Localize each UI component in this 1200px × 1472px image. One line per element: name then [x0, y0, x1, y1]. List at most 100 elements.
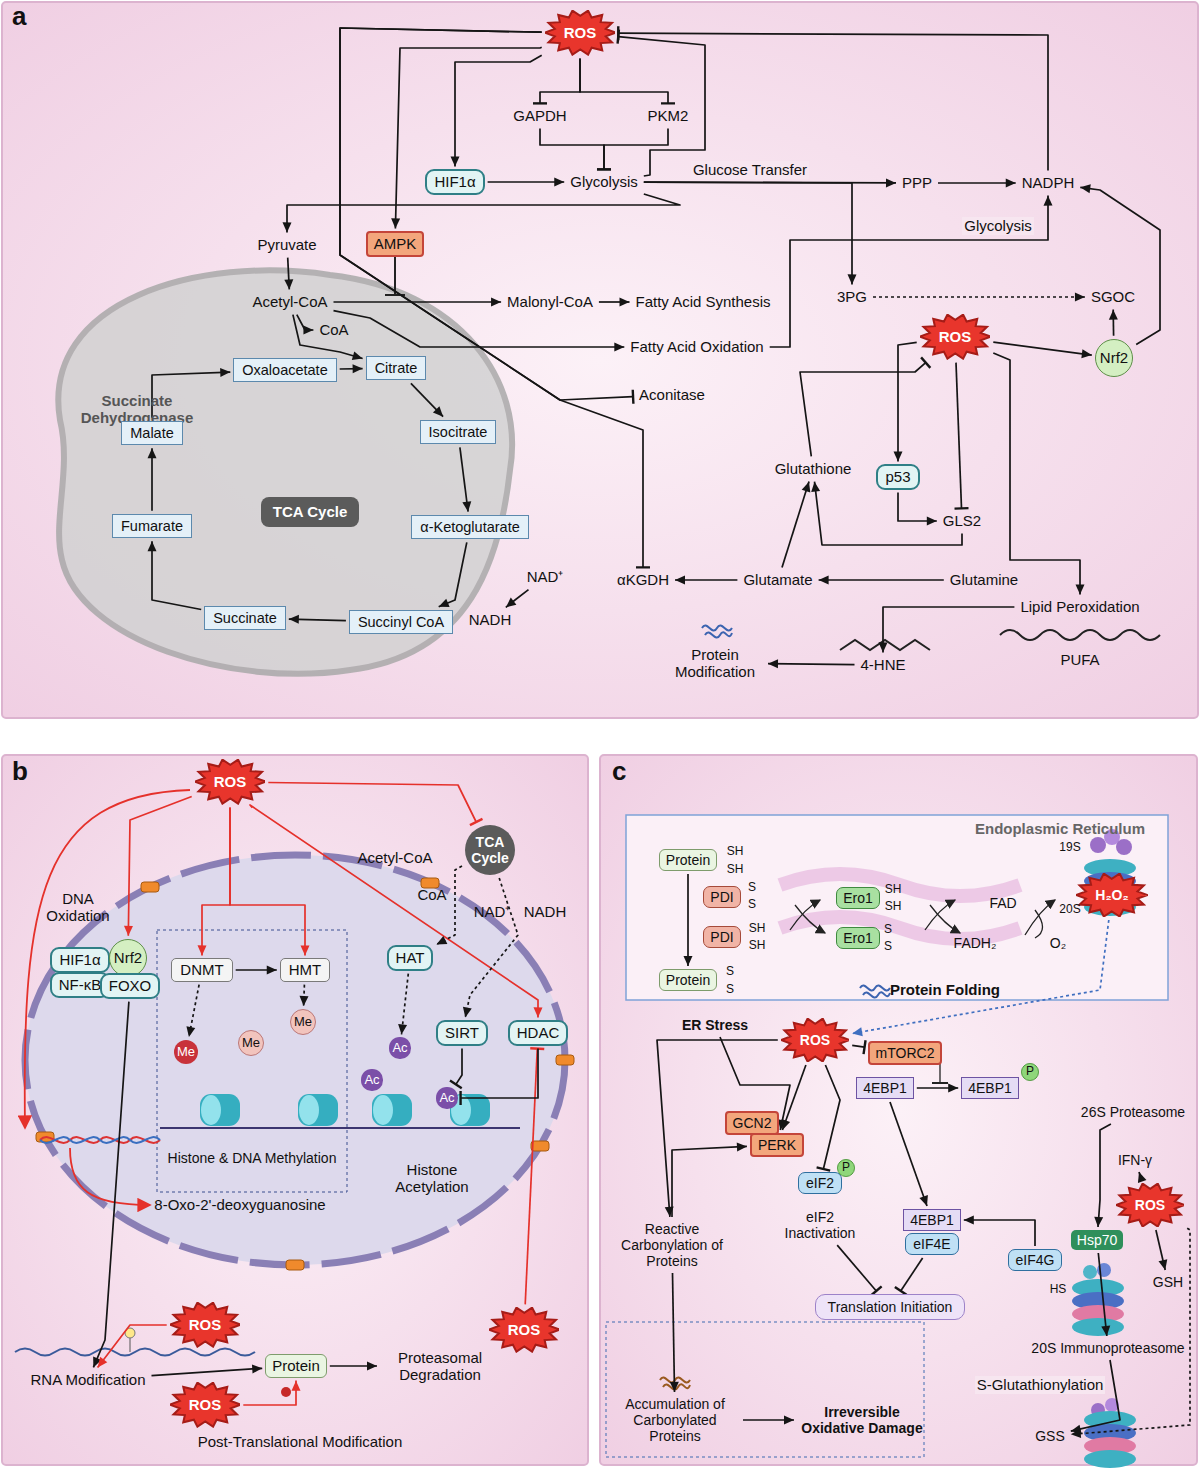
node-text: Citrate	[375, 360, 418, 377]
connector	[770, 196, 1053, 347]
connector	[657, 1040, 778, 1217]
term-label: 26S Proteasome	[1078, 1103, 1188, 1121]
term-label: Acetyl-CoA	[249, 292, 330, 311]
factor-box: HDAC	[508, 1020, 569, 1045]
enzyme-box: PDI	[703, 926, 740, 948]
connector	[894, 342, 917, 461]
connector	[1071, 1228, 1190, 1438]
term-label: FAD	[986, 894, 1019, 912]
inhibition-bar	[895, 1287, 907, 1295]
arrowhead	[284, 279, 293, 289]
region-heading: c	[612, 757, 642, 787]
node-text: NADH	[524, 903, 567, 920]
connector	[955, 363, 969, 509]
node-text: Irreversible Oxidative Damage	[800, 1404, 924, 1436]
enzyme-box: Ero1	[836, 887, 880, 909]
edge-label: Glycolysis	[962, 217, 1034, 234]
acetyl-mark: Ac	[361, 1069, 382, 1090]
connector-line	[823, 1065, 840, 1169]
arrowhead	[433, 406, 443, 416]
node-text: ROS	[189, 1316, 222, 1333]
node-text: Lipid Peroxidation	[1020, 598, 1139, 615]
connector-line	[901, 1258, 923, 1291]
node-text: HMT	[289, 961, 322, 978]
node-text: Fatty Acid Oxidation	[630, 338, 763, 355]
term-label: NAD⁺	[524, 567, 567, 586]
connector-line	[873, 296, 1085, 298]
node-text: Succinyl CoA	[358, 614, 444, 631]
cycle-circle: TCA Cycle	[465, 825, 515, 875]
connector	[451, 55, 542, 166]
ros-burst: ROS	[170, 1302, 241, 1347]
starburst-shape	[489, 1308, 560, 1352]
connector	[1098, 1253, 1110, 1336]
metabolite-box: α-Ketoglutarate	[411, 515, 528, 540]
nucleus	[25, 855, 565, 1265]
ros-burst: ROS	[545, 10, 616, 55]
inhibition-bar	[597, 168, 611, 170]
connector	[819, 576, 944, 585]
starburst-shape	[195, 760, 266, 804]
connector	[300, 985, 309, 1006]
connector-line	[334, 311, 625, 347]
annotation-text: Post-Translational Modification	[198, 1433, 403, 1450]
connector	[236, 966, 277, 975]
connector-line	[890, 1102, 927, 1206]
connector	[148, 448, 157, 510]
node-text: Accumulation of Carbonylated Proteins	[613, 1396, 737, 1444]
connector	[525, 1048, 544, 1304]
ros-burst: ROS	[1116, 1183, 1184, 1227]
metabolite-box: Succinate	[204, 606, 286, 631]
arrowhead	[665, 1207, 674, 1217]
connector-line	[837, 1245, 876, 1291]
panel-region: Succinate DehydrogenaseCoAOxaloacetateCi…	[40, 268, 515, 688]
mitochondrion	[58, 270, 512, 673]
connector	[852, 1040, 865, 1054]
node-text: Acetyl-CoA	[252, 293, 327, 310]
factor-box: FOXO	[100, 973, 161, 998]
connector	[1094, 1124, 1111, 1227]
connector-line	[917, 1087, 958, 1089]
node-text: Protein	[666, 972, 710, 988]
arrowhead	[124, 926, 133, 936]
annotation-text: S	[726, 983, 734, 997]
arrowhead	[894, 451, 903, 461]
term-label: NADPH	[1019, 173, 1078, 192]
connector-line	[938, 182, 1016, 184]
arrowhead	[1159, 1259, 1168, 1270]
node-text: Succinate	[213, 610, 277, 627]
connector-line	[128, 797, 191, 936]
node-text: 3PG	[837, 288, 867, 305]
node-text: PUFA	[1060, 651, 1099, 668]
connector-line	[993, 353, 1080, 594]
node-text: O₂	[1050, 935, 1066, 951]
cycle-box: TCA Cycle	[261, 497, 359, 526]
term-label: Irreversible Oxidative Damage	[797, 1403, 927, 1437]
node-text: 4EBP1	[910, 1212, 954, 1228]
connector-line	[395, 47, 541, 228]
edge-label: S-Glutathionylation	[975, 1376, 1106, 1393]
arrowhead	[737, 1142, 747, 1151]
term-label: Reactive Carbonylation of Proteins	[612, 1220, 732, 1270]
annotation-text: HS	[1050, 1283, 1067, 1297]
node-text: P	[1026, 1065, 1034, 1079]
connector	[391, 47, 542, 228]
node-text: PERK	[758, 1137, 796, 1153]
annotation-text: SH	[727, 845, 744, 859]
arrowhead	[1080, 184, 1091, 193]
term-label: GSH	[1150, 1273, 1186, 1291]
connector	[330, 1362, 377, 1371]
starburst-shape	[170, 1383, 241, 1427]
protein-box: 4EBP1	[961, 1077, 1019, 1099]
arrowhead	[554, 178, 564, 187]
connector-line	[964, 1220, 1035, 1246]
arrowhead	[300, 996, 309, 1006]
node-text: 4EBP1	[968, 1080, 1012, 1096]
node-text: FOXO	[109, 977, 152, 994]
arrowhead	[220, 368, 230, 377]
connector-line	[1112, 310, 1114, 336]
phospho-mark: P	[837, 1159, 855, 1177]
connector-line	[883, 607, 1014, 652]
arrowhead	[784, 1416, 794, 1425]
arrowhead	[439, 599, 450, 607]
